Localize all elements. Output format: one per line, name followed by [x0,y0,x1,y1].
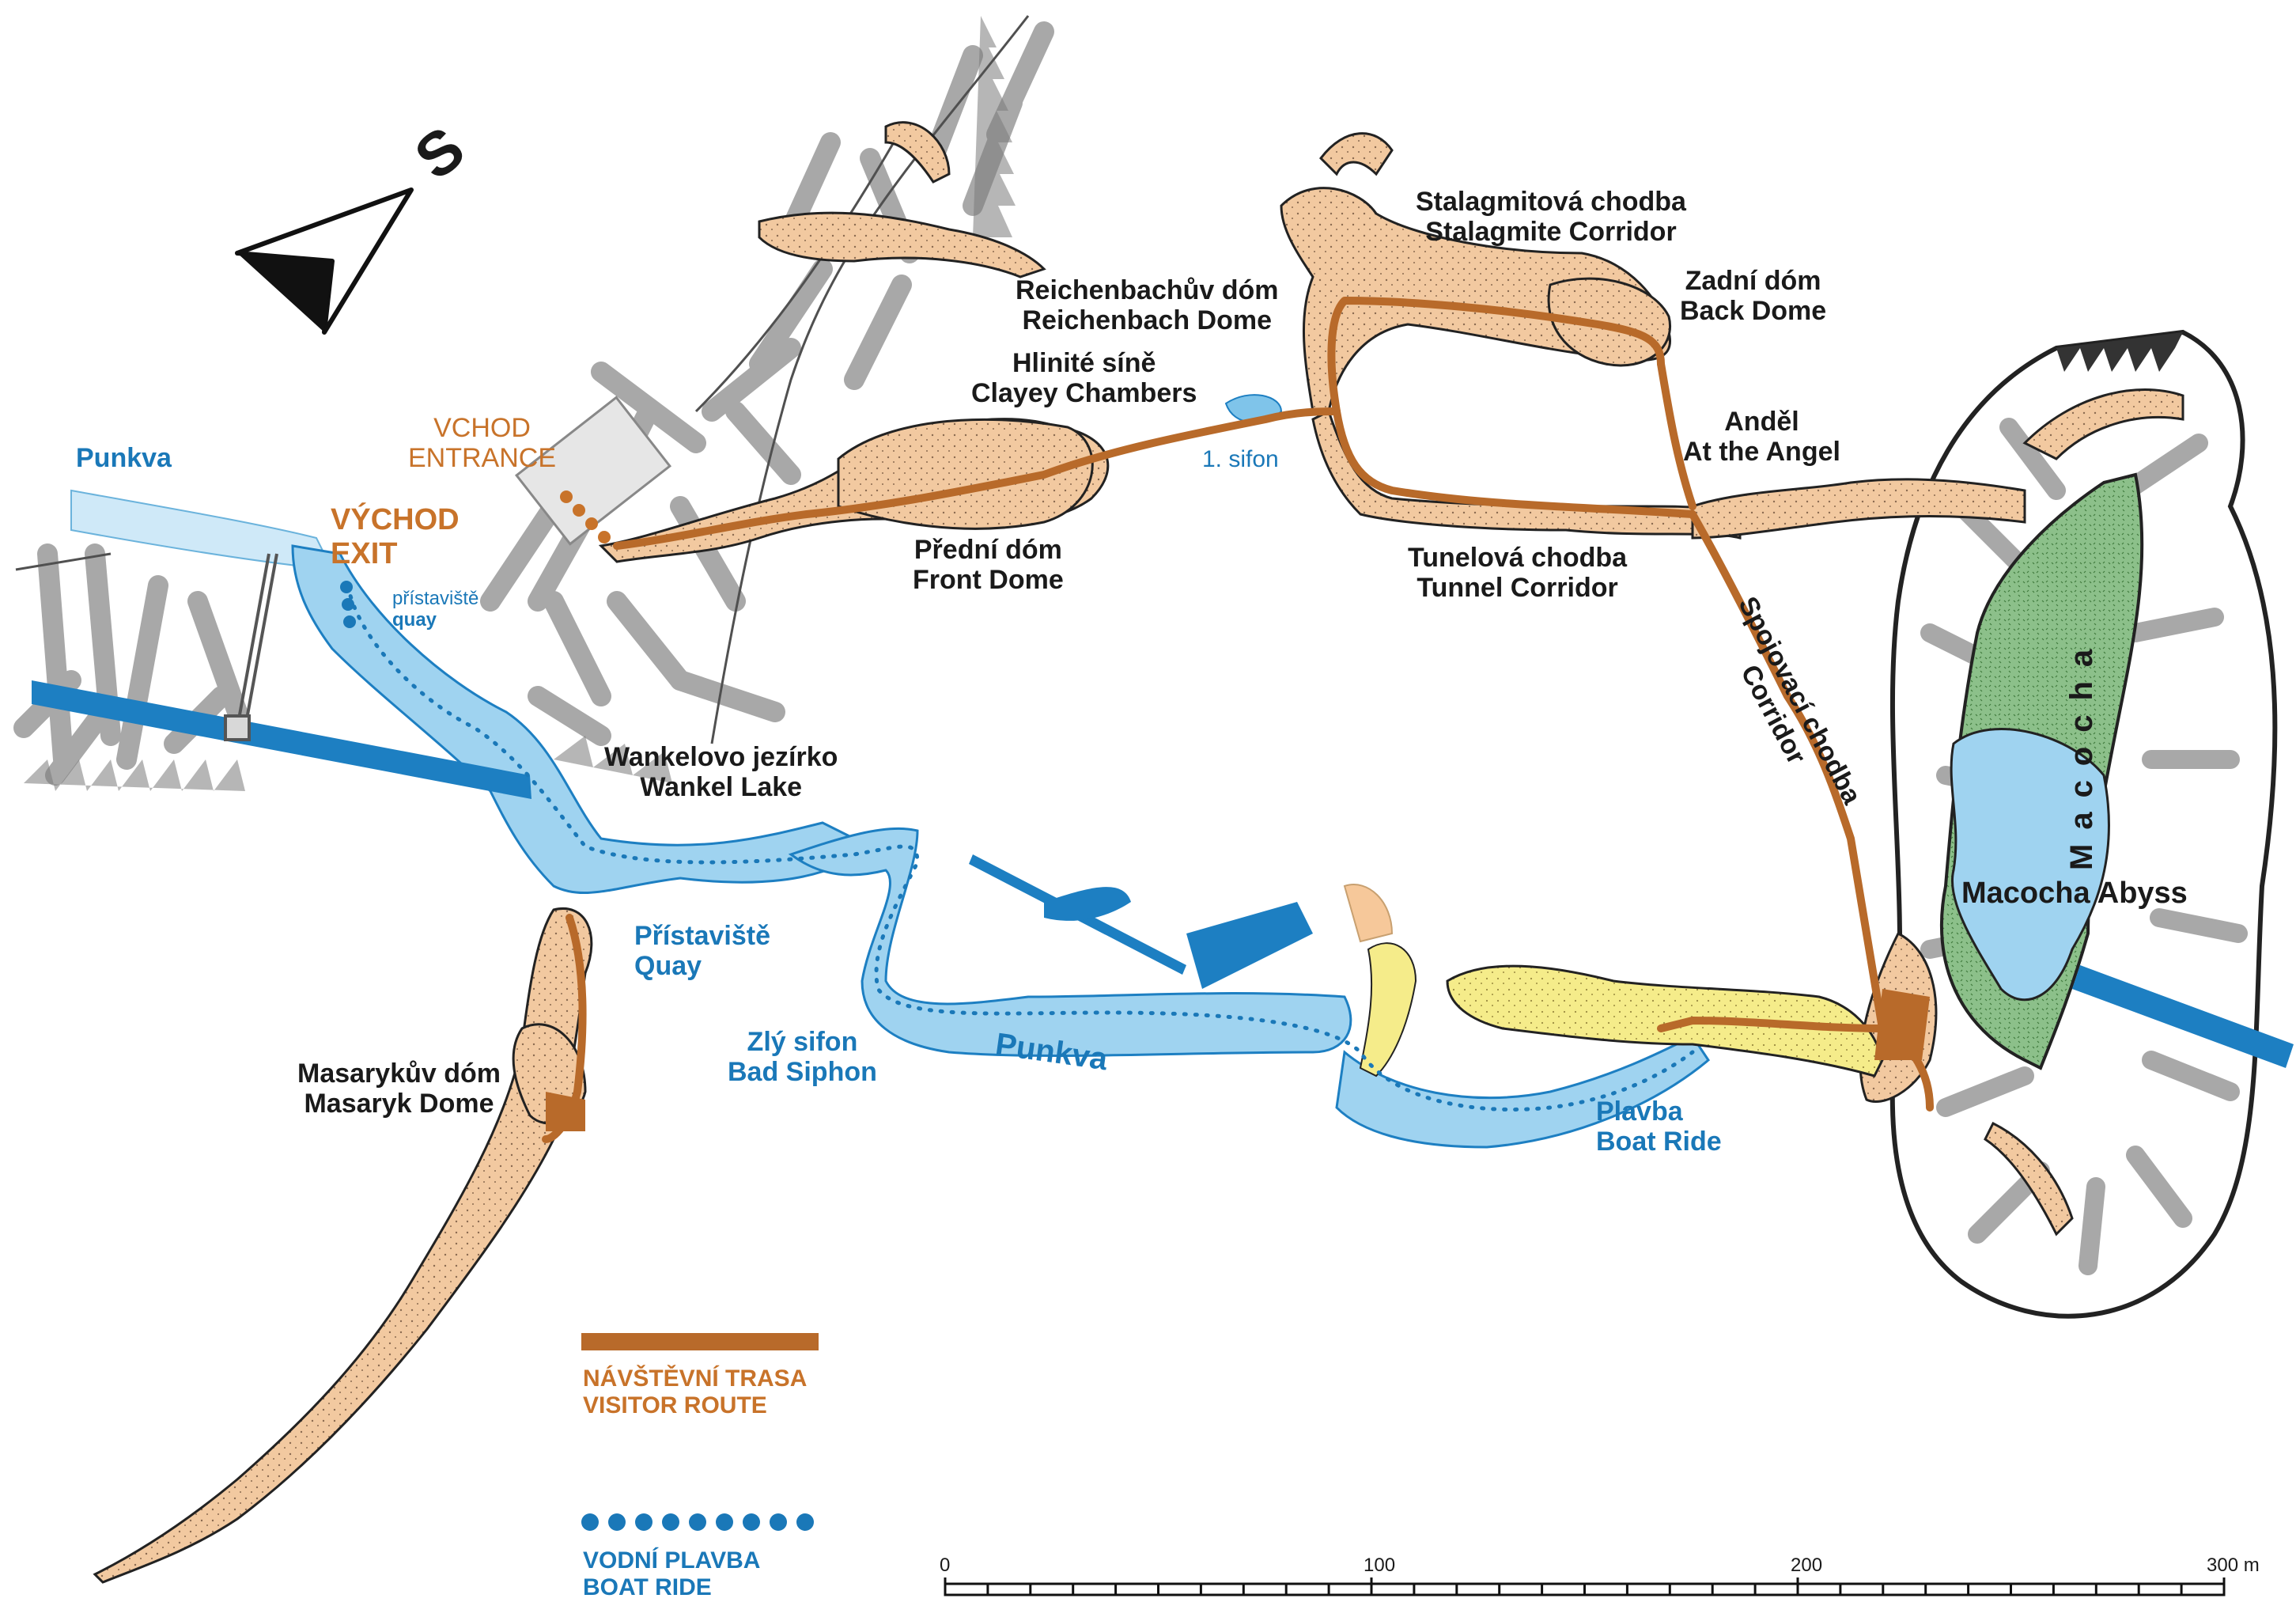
river-dark [32,680,2294,1068]
scale-bar [944,1577,2226,1596]
label-reichenbach-en: Reichenbach Dome [1022,305,1273,336]
bridge-markers [224,553,278,741]
entrance-building [514,396,672,546]
terrain-teeth [24,16,1016,791]
label-stalagmite-cz: Stalagmitová chodba [1416,187,1686,217]
label-angel: Anděl At the Angel [1683,407,1840,467]
label-front-en: Front Dome [913,565,1064,596]
visitor-route-rooms [546,989,1930,1131]
label-clayey-en: Clayey Chambers [971,378,1197,409]
scale-tick-0: 0 [940,1555,951,1576]
label-exit-cz: VÝCHOD [331,503,460,536]
yellow-passage [1343,884,1884,1078]
legend-boat-ride-cz: VODNÍ PLAVBA [583,1547,761,1574]
label-masaryk-cz: Masarykův dóm [297,1059,501,1089]
label-masaryk-dome: Masarykův dóm Masaryk Dome [297,1059,501,1119]
legend-boat-ride: VODNÍ PLAVBA BOAT RIDE [583,1547,760,1600]
legend-boat-dot [581,1513,599,1531]
macocha-abyss-area [1889,329,2278,1319]
label-angel-en: At the Angel [1683,437,1840,468]
scale-tick-100: 100 [1364,1555,1396,1576]
label-quay-cz: Přístaviště [634,921,770,951]
label-wankel-cz: Wankelovo jezírko [604,742,838,772]
boat-ride-lines [346,583,1695,1112]
legend-visitor-route-swatch [581,1333,819,1350]
label-wankel-lake: Wankelovo jezírko Wankel Lake [604,742,838,802]
label-reichenbach-cz: Reichenbachův dóm [1016,275,1279,305]
scale-tick-200: 200 [1791,1555,1823,1576]
label-back-cz: Zadní dóm [1685,266,1821,296]
legend-boat-dot [796,1513,814,1531]
label-entrance-cz: VCHOD [433,413,531,443]
label-quay-small-cz: přístaviště [392,588,479,609]
label-boat-cz: Plavba [1596,1096,1683,1127]
label-quay-small-en: quay [392,608,437,631]
legend-boat-dot [608,1513,626,1531]
label-quay-small: přístaviště quay [392,588,479,631]
legend-boat-dot [689,1513,706,1531]
terrain-ridges [15,15,1030,744]
label-back-en: Back Dome [1680,296,1827,327]
label-bad-siphon: Zlý sifon Bad Siphon [728,1027,877,1087]
legend-boat-dot [662,1513,679,1531]
label-angel-cz: Anděl [1724,407,1799,437]
legend-boat-ride-en: BOAT RIDE [583,1574,712,1600]
label-entrance: VCHOD ENTRANCE [408,413,556,473]
label-wankel-en: Wankel Lake [640,772,803,803]
label-reichenbach-dome: Reichenbachův dóm Reichenbach Dome [1016,275,1279,335]
label-tunnel-en: Tunnel Corridor [1417,573,1618,604]
label-masaryk-en: Masaryk Dome [304,1089,494,1119]
label-front-dome: Přední dóm Front Dome [913,535,1064,595]
legend-boat-dot [716,1513,733,1531]
label-quay: Přístaviště Quay [634,921,770,981]
label-punkva-top: Punkva [76,443,172,473]
label-tunnel-cz: Tunelová chodba [1408,543,1628,573]
exit-boat-dots [340,581,356,628]
legend-boat-dot [770,1513,787,1531]
label-stalagmite-corridor: Stalagmitová chodba Stalagmite Corridor [1416,187,1686,247]
label-boat-ride: Plavba Boat Ride [1596,1096,1722,1157]
north-arrow-icon [235,187,414,335]
label-entrance-en: ENTRANCE [408,443,557,474]
label-exit: VÝCHOD EXIT [331,503,460,570]
label-bad-siphon-en: Bad Siphon [728,1057,877,1088]
label-bad-siphon-cz: Zlý sifon [747,1027,858,1057]
legend-boat-dot [635,1513,652,1531]
scale-tick-300: 300 m [2207,1555,2260,1576]
label-quay-en: Quay [634,951,702,982]
legend-visitor-route: NÁVŠTĚVNÍ TRASA VISITOR ROUTE [583,1365,807,1418]
label-macocha-abyss: Macocha Abyss [1961,877,2188,910]
label-front-cz: Přední dóm [913,535,1062,565]
label-tunnel-corridor: Tunelová chodba Tunnel Corridor [1408,543,1627,603]
legend-visitor-route-cz: NÁVŠTĚVNÍ TRASA [583,1365,808,1392]
label-clayey-cz: Hlinité síně [1012,348,1156,378]
legend-visitor-route-en: VISITOR ROUTE [583,1392,767,1418]
entrance-dots [560,490,611,543]
label-siphon-1: 1. sifon [1202,446,1279,472]
label-clayey-chambers: Hlinité síně Clayey Chambers [971,348,1197,408]
legend-boat-ride-swatch [581,1513,814,1531]
label-boat-en: Boat Ride [1596,1127,1722,1157]
label-exit-en: EXIT [331,536,398,570]
cave-passages [93,121,2184,1584]
visitor-route-lines [542,297,1934,1143]
legend-boat-dot [743,1513,760,1531]
label-macocha-vertical: Macocha [2064,634,2099,870]
label-stalagmite-en: Stalagmite Corridor [1425,217,1677,248]
label-back-dome: Zadní dóm Back Dome [1680,266,1826,326]
